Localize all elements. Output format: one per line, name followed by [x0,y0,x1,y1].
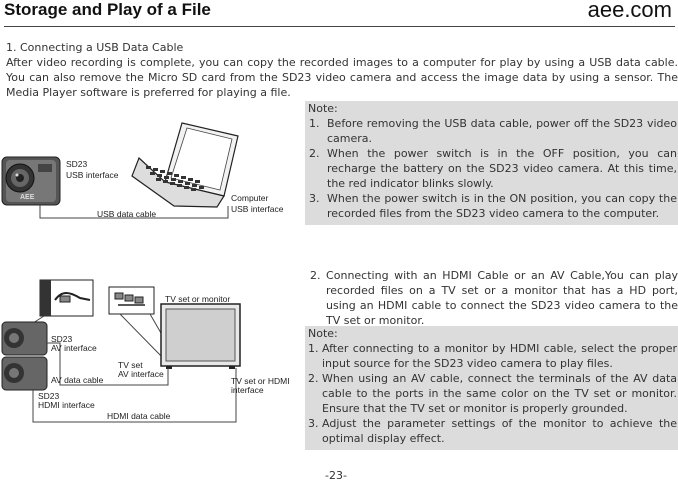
page-number: -23- [325,469,347,482]
note-text: After connecting to a monitor by HDMI ca… [322,342,677,370]
av-cable-label: AV data cable [51,375,104,385]
note-item: 1. Before removing the USB data cable, po… [305,116,678,146]
section-1-paragraph: After video recording is complete, you c… [6,56,678,99]
note-text: Before removing the USB data cable, powe… [327,117,677,145]
note-item: 2. When the power switch is in the OFF po… [305,146,678,191]
note-text: When using an AV cable, connect the term… [322,372,677,415]
note-label: Note: [308,102,338,115]
note-item: 2.When using an AV cable, connect the te… [305,371,678,416]
laptop-illustration [131,122,239,208]
tv-title-label: TV set or monitor [165,294,231,304]
page-title: Storage and Play of a File [4,0,211,19]
hdmi-camera-model-label: SD23 [38,391,60,401]
note-box-1: Note: 1. Before removing the USB data cab… [305,101,678,225]
note-text: When the power switch is in the OFF posi… [327,147,677,190]
usb-cable-label: USB data cable [97,209,157,219]
tv-illustration [160,303,241,369]
note-box-2: Note: 1.After connecting to a monitor by… [305,326,678,450]
hdmi-av-connection-diagram [1,279,241,423]
computer-usb-label: USB interface [231,204,284,214]
note-number: 2. [309,147,320,160]
section-2-text: 2. Connecting with an HDMI Cable or an A… [310,268,678,328]
tv-connector-inset [108,286,155,315]
note-item: 3. When the power switch is in the ON pos… [305,191,678,221]
hdmi-cable-label: HDMI data cable [107,411,171,421]
note-item: 3.Adjust the parameter settings of the m… [305,416,678,446]
note-text: When the power switch is in the ON posit… [327,192,677,220]
tv-av-interface-label: AV interface [118,369,164,379]
tv-av-label: TV set [118,360,143,370]
usb-cable [39,205,229,219]
camera-usb-label: USB interface [66,170,119,180]
note-number: 3. [309,192,320,205]
section-2-paragraph: 2. Connecting with an HDMI Cable or an A… [310,269,678,327]
camera-model-label: SD23 [66,159,88,169]
brand-name: aee.com [587,0,672,22]
hdmi-cable [32,368,237,423]
note-number: 3. [308,417,319,430]
av-camera-interface-label: AV interface [51,343,97,353]
computer-label: Computer [231,193,269,203]
note-number: 2. [308,372,319,385]
tv-hdmi-label: TV set or HDMI [231,376,290,386]
note-label: Note: [308,327,338,340]
usb-connection-diagram [1,122,239,219]
av-connector-inset [39,279,94,317]
header-divider [4,26,675,27]
hdmi-camera-interface-label: HDMI interface [38,400,95,410]
note-text: Adjust the parameter settings of the mon… [322,417,677,445]
camera-hdmi-illustration [1,356,48,391]
av-camera-model-label: SD23 [51,334,73,344]
note-item: 1.After connecting to a monitor by HDMI … [305,341,678,371]
av-cable [47,342,169,386]
note-number: 1. [309,117,320,130]
tv-hdmi-interface-label: interface [231,385,264,395]
section-1-heading: 1. Connecting a USB Data Cable [6,41,184,54]
camera-av-illustration [1,321,48,356]
note-number: 1. [308,342,319,355]
camera-logo: AEE [20,194,35,201]
camera-illustration [1,156,61,206]
